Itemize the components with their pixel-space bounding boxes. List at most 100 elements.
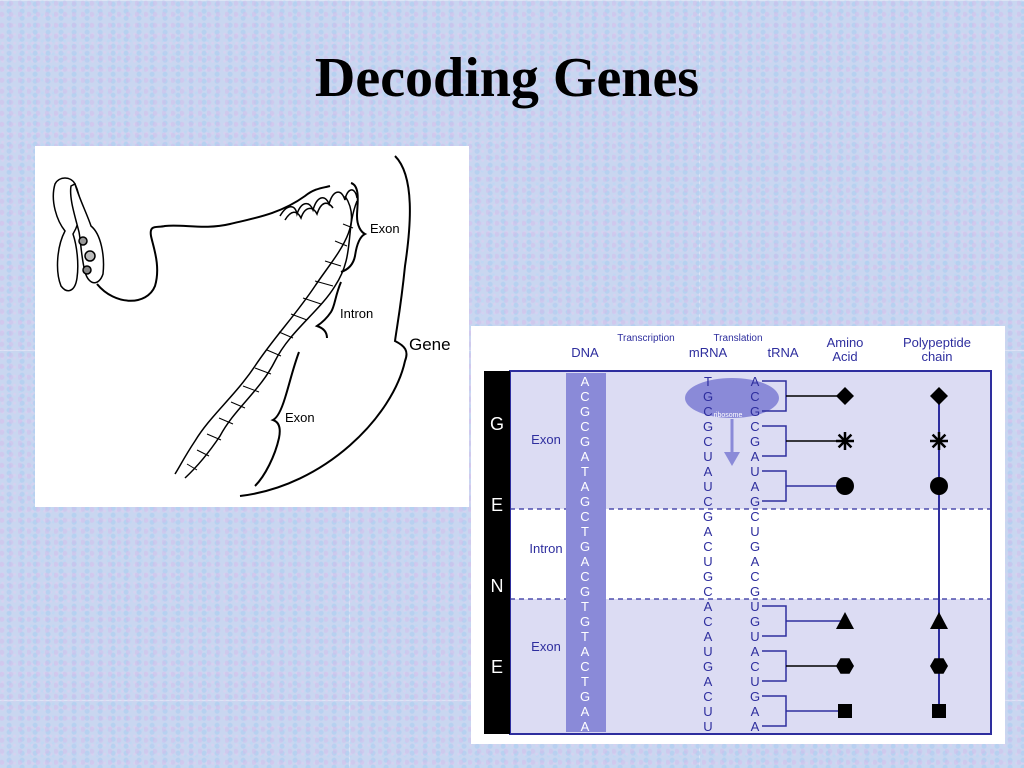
trna-base-16: U [750,599,759,614]
trna-base-3: G [750,404,760,419]
header-translation: Translation [713,333,762,344]
mrna-base-2: G [703,389,713,404]
header-trna: tRNA [767,345,798,360]
trna-base-8: A [751,479,760,494]
dna-base-22: G [580,689,590,704]
mrna-base-13: U [703,554,712,569]
dna-base-1: A [581,374,590,389]
diamond-shape [836,387,854,405]
hexagon-shape [930,658,948,674]
dna-base-18: T [581,629,589,644]
trna-base-23: A [751,704,760,719]
header-polypeptide-1: Polypeptide [903,335,971,350]
dna-double-helix [174,195,358,479]
header-mrna: mRNA [689,345,728,360]
mrna-base-23: U [703,704,712,719]
circle-shape [930,477,948,495]
square-shape [932,704,946,718]
dna-strand [96,185,331,302]
side-letter-e1: E [491,495,503,515]
trna-base-14: C [750,569,759,584]
dna-base-9: G [580,494,590,509]
asterisk-shape [930,432,948,450]
side-letter-e2: E [491,657,503,677]
dna-base-2: C [580,389,589,404]
region-label-exon-bottom: Exon [531,639,561,654]
ribosome [685,378,779,418]
exon-label-top: Exon [370,221,400,236]
dna-base-12: G [580,539,590,554]
dna-strip [566,373,606,732]
decoding-diagram: DNA Transcription Translation mRNA tRNA … [484,333,992,735]
dna-base-19: A [581,644,590,659]
chromosome [52,177,105,292]
header-dna: DNA [571,345,599,360]
trna-base-11: U [750,524,759,539]
trna-base-19: A [751,644,760,659]
trna-base-9: G [750,494,760,509]
ribosome-arrow-head [724,452,740,466]
dna-base-11: T [581,524,589,539]
intron-label: Intron [340,306,373,321]
trna-base-18: U [750,629,759,644]
asterisk-shape [836,432,854,450]
square-shape [838,704,852,718]
dna-base-4: C [580,419,589,434]
mrna-base-11: A [704,524,713,539]
trna-base-24: A [751,719,760,734]
gene-decoding-table: DNA Transcription Translation mRNA tRNA … [471,326,1005,744]
hexagon-shape [836,658,854,674]
region-braces [239,155,411,497]
dna-base-10: C [580,509,589,524]
trna-base-5: G [750,434,760,449]
dna-base-21: T [581,674,589,689]
mrna-base-12: C [703,539,712,554]
gene-label: Gene [409,335,451,354]
trna-base-17: G [750,614,760,629]
dna-base-15: G [580,584,590,599]
trna-base-1: A [751,374,760,389]
trna-base-13: A [751,554,760,569]
mrna-base-22: C [703,689,712,704]
mrna-base-15: C [703,584,712,599]
trna-base-15: G [750,584,760,599]
mrna-base-18: A [704,629,713,644]
header-polypeptide-2: chain [921,349,952,364]
slide-title: Decoding Genes [314,47,700,109]
circle-shape [836,477,854,495]
trna-base-10: C [750,509,759,524]
trna-base-6: A [751,449,760,464]
trna-base-22: G [750,689,760,704]
mrna-base-3: C [703,404,712,419]
mrna-base-7: A [704,464,713,479]
mrna-base-5: C [703,434,712,449]
side-letter-g: G [490,414,504,434]
dna-base-14: C [580,569,589,584]
mrna-base-16: A [704,599,713,614]
trna-base-2: C [750,389,759,404]
chromosome-dna-illustration: Exon Intron Exon Gene [52,155,451,497]
polypeptide-column [930,387,948,718]
dna-base-3: G [580,404,590,419]
trna-base-4: C [750,419,759,434]
trna-base-20: C [750,659,759,674]
mrna-base-24: U [703,719,712,734]
exon-label-bottom: Exon [285,410,315,425]
mrna-base-17: C [703,614,712,629]
triangle-shape [930,612,948,629]
trna-base-12: G [750,539,760,554]
trna-base-21: U [750,674,759,689]
amino-acid-column [836,387,854,718]
mrna-base-4: G [703,419,713,434]
dna-base-17: G [580,614,590,629]
dna-base-8: A [581,479,590,494]
header-amino-2: Acid [832,349,857,364]
dna-base-20: C [580,659,589,674]
mrna-base-6: U [703,449,712,464]
triangle-shape [836,612,854,629]
mrna-base-19: U [703,644,712,659]
dna-base-23: A [581,704,590,719]
ribosome-label: ribosome [714,412,743,419]
mrna-base-20: G [703,659,713,674]
